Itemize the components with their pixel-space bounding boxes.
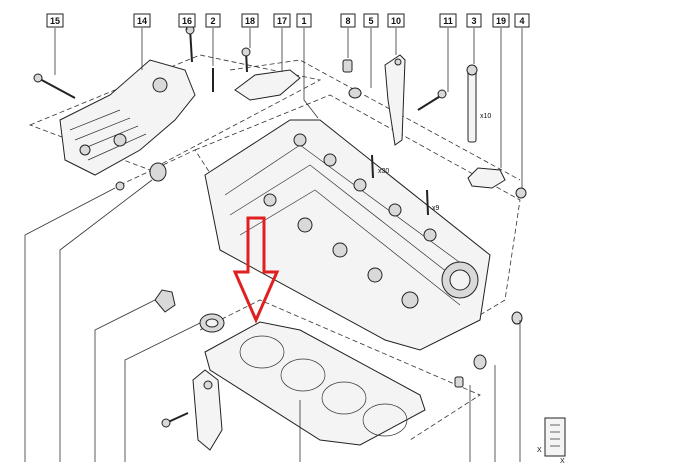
callout-15: 15 bbox=[46, 13, 64, 28]
callout-10: 10 bbox=[387, 13, 405, 28]
svg-text:5: 5 bbox=[368, 16, 373, 26]
note-x10: x10 bbox=[480, 113, 491, 120]
highlight-arrow bbox=[232, 216, 280, 324]
axis-x-mark: X bbox=[537, 447, 542, 454]
svg-text:8: 8 bbox=[345, 16, 350, 26]
axis-x-mark-2: X bbox=[560, 458, 565, 465]
small-bolt-x30: x30 bbox=[371, 154, 389, 179]
svg-text:18: 18 bbox=[245, 16, 255, 26]
stud-x9: x9 bbox=[426, 189, 440, 216]
seal-center bbox=[199, 313, 225, 333]
bolt-15 bbox=[33, 73, 76, 99]
svg-text:4: 4 bbox=[519, 16, 524, 26]
callout-17: 17 bbox=[273, 13, 291, 28]
svg-text:3: 3 bbox=[471, 16, 476, 26]
callout-19: 19 bbox=[492, 13, 510, 28]
svg-text:2: 2 bbox=[210, 16, 215, 26]
lifting-eye-10 bbox=[384, 54, 406, 146]
plug-5 bbox=[348, 87, 362, 99]
callout-5: 5 bbox=[363, 13, 379, 28]
callout-4: 4 bbox=[514, 13, 530, 28]
bolt-11 bbox=[417, 89, 447, 111]
head-bolt-3: x10 bbox=[466, 64, 491, 143]
callout-1: 1 bbox=[296, 13, 312, 28]
callout-3: 3 bbox=[466, 13, 482, 28]
callout-16: 16 bbox=[178, 13, 196, 28]
note-x9: x9 bbox=[432, 205, 440, 212]
svg-text:17: 17 bbox=[277, 16, 287, 26]
bolt-16 bbox=[185, 25, 195, 63]
callout-2: 2 bbox=[205, 13, 221, 28]
callout-8: 8 bbox=[340, 13, 356, 28]
cylinder-head-gasket bbox=[204, 321, 426, 446]
engine-bracket bbox=[59, 59, 196, 176]
svg-text:14: 14 bbox=[137, 16, 147, 26]
cylinder-head bbox=[204, 119, 491, 351]
callout-11: 11 bbox=[439, 13, 457, 28]
tightening-sketch: X X bbox=[537, 417, 566, 465]
callout-labels: 15 14 16 2 18 17 1 8 bbox=[46, 13, 530, 28]
lower-bracket bbox=[192, 369, 223, 451]
svg-text:15: 15 bbox=[50, 16, 60, 26]
callout-18: 18 bbox=[241, 13, 259, 28]
bolt-lower bbox=[161, 412, 189, 428]
bracket-19 bbox=[467, 167, 506, 189]
svg-text:10: 10 bbox=[391, 16, 401, 26]
cover-plate bbox=[234, 47, 301, 101]
svg-text:19: 19 bbox=[496, 16, 506, 26]
plug-8 bbox=[342, 59, 353, 73]
dowel-left bbox=[115, 162, 167, 191]
note-x30: x30 bbox=[378, 168, 389, 175]
svg-text:16: 16 bbox=[182, 16, 192, 26]
nut-4 bbox=[515, 187, 527, 199]
callout-14: 14 bbox=[133, 13, 151, 28]
svg-text:11: 11 bbox=[443, 16, 453, 26]
svg-text:1: 1 bbox=[301, 16, 306, 26]
dowel-right bbox=[454, 311, 523, 388]
leader-lines bbox=[24, 28, 523, 462]
seal-left bbox=[154, 289, 176, 313]
